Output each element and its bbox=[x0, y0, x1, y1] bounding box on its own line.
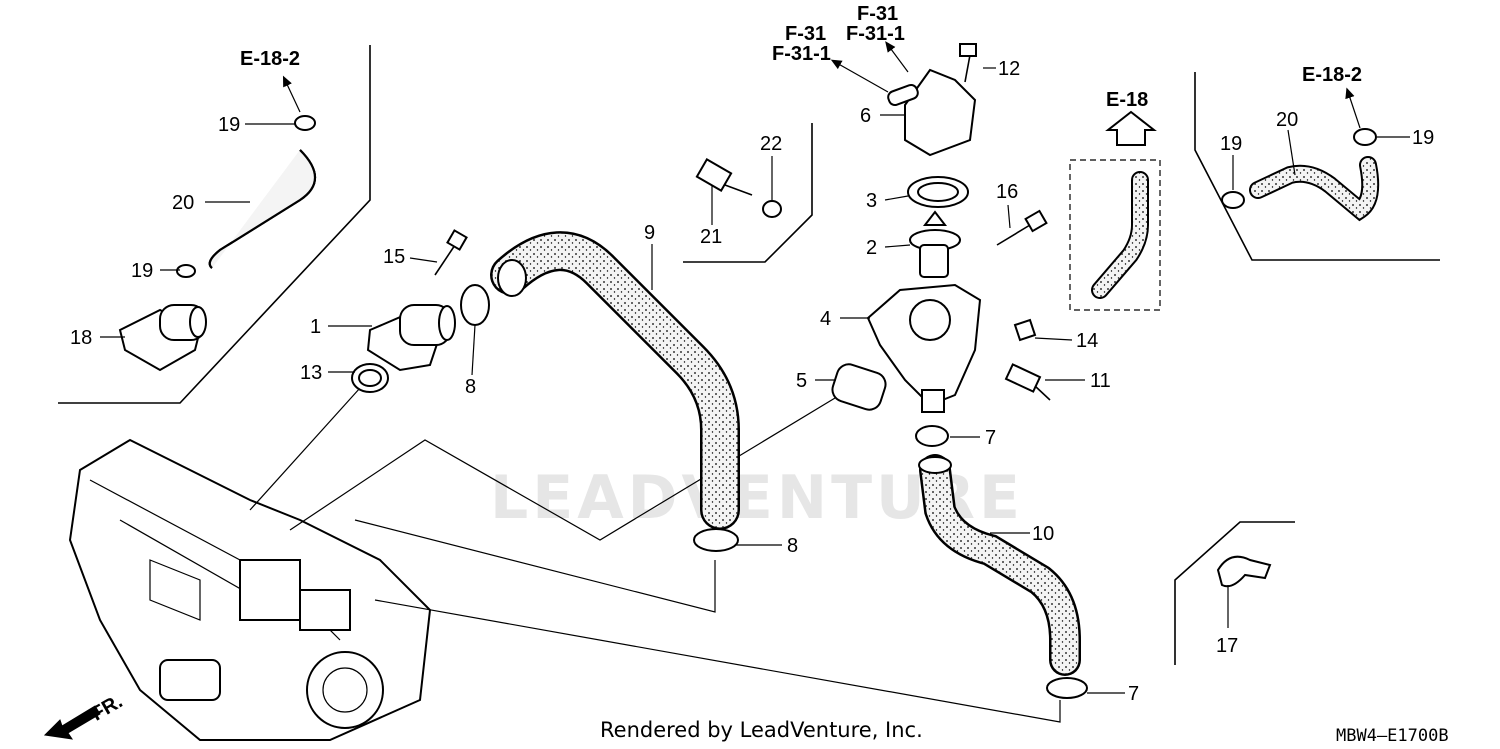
callout-2: 2 bbox=[866, 237, 877, 259]
callout-18: 18 bbox=[70, 327, 92, 349]
callout-19: 19 bbox=[218, 114, 240, 136]
bolt-15 bbox=[434, 229, 468, 276]
sensor-11 bbox=[1004, 363, 1051, 401]
clamp-8b bbox=[693, 528, 739, 552]
front-arrow-icon bbox=[43, 705, 101, 740]
callout-13: 13 bbox=[300, 362, 322, 384]
thermostat-housing-4 bbox=[866, 283, 982, 413]
clamp-19d bbox=[1353, 128, 1377, 146]
callout-7: 7 bbox=[985, 427, 996, 449]
fitting-18 bbox=[118, 304, 207, 372]
callout-21: 21 bbox=[700, 226, 722, 248]
callout-5: 5 bbox=[796, 370, 807, 392]
thermostat-2 bbox=[909, 210, 961, 278]
fitting-1 bbox=[366, 304, 456, 372]
callout-10: 10 bbox=[1032, 523, 1054, 545]
ref-label-e1822-left: E-18-2 bbox=[240, 48, 300, 70]
clamp-8a bbox=[460, 284, 490, 326]
callout-leaders bbox=[100, 67, 1410, 694]
sensor-21 bbox=[695, 157, 753, 196]
ref-label-f31-mid: F-31 bbox=[785, 23, 826, 45]
group-frame-clamp17 bbox=[1174, 521, 1295, 665]
bolt-16 bbox=[996, 209, 1048, 246]
clamp-17 bbox=[1216, 555, 1272, 588]
direction-arrow-e18 bbox=[1105, 110, 1157, 146]
ref-label-f311-top: F-31-1 bbox=[846, 23, 905, 45]
callout-14: 14 bbox=[1076, 330, 1098, 352]
group-frame-right bbox=[1194, 72, 1440, 261]
group-frame-left bbox=[58, 45, 371, 404]
callout-12: 12 bbox=[998, 58, 1020, 80]
callout-22: 22 bbox=[760, 133, 782, 155]
ref-label-e1822-right: E-18-2 bbox=[1302, 64, 1362, 86]
ref-arrow-f31-mid bbox=[830, 59, 889, 93]
front-label: FR. bbox=[88, 690, 127, 725]
callout-1: 1 bbox=[310, 316, 321, 338]
housing-cover-6 bbox=[887, 68, 977, 157]
callout-15: 15 bbox=[383, 246, 405, 268]
group-frame-sensor bbox=[683, 123, 813, 263]
dashed-hose-frame bbox=[1069, 159, 1161, 311]
callout-20: 20 bbox=[1276, 109, 1298, 131]
rendered-by-text: Rendered by LeadVenture, Inc. bbox=[600, 718, 923, 742]
ref-arrow-e1822-right bbox=[1345, 87, 1361, 129]
callout-8: 8 bbox=[787, 535, 798, 557]
clamp-19a bbox=[294, 115, 316, 131]
leader-engine-8 bbox=[354, 519, 716, 613]
ref-label-e18: E-18 bbox=[1106, 89, 1148, 111]
clamp-7b bbox=[1046, 677, 1088, 699]
diagram-code: MBW4–E1700B bbox=[1336, 726, 1449, 746]
clamp-19c bbox=[1221, 191, 1245, 209]
leader-engine-7 bbox=[374, 599, 1061, 723]
callout-20: 20 bbox=[172, 192, 194, 214]
clamp-7a bbox=[915, 425, 949, 447]
clamp-19b bbox=[176, 264, 196, 278]
callout-11: 11 bbox=[1090, 370, 1111, 392]
bolt-12 bbox=[959, 43, 977, 83]
callout-16: 16 bbox=[996, 181, 1018, 203]
callout-19: 19 bbox=[1220, 133, 1242, 155]
leader-engine-13 bbox=[249, 387, 361, 511]
callout-19: 19 bbox=[1412, 127, 1434, 149]
engine-block bbox=[68, 438, 432, 741]
ref-label-f311-mid: F-31-1 bbox=[772, 43, 831, 65]
ref-arrow-e1822-left bbox=[282, 75, 301, 113]
gasket-5 bbox=[831, 363, 887, 411]
clip-14 bbox=[1013, 318, 1037, 342]
ref-label-f31-top: F-31 bbox=[857, 3, 898, 25]
callout-17: 17 bbox=[1216, 635, 1238, 657]
callout-9: 9 bbox=[644, 222, 655, 244]
callout-6: 6 bbox=[860, 105, 871, 127]
washer-22 bbox=[762, 200, 782, 218]
callout-8: 8 bbox=[465, 376, 476, 398]
callout-19: 19 bbox=[131, 260, 153, 282]
callout-3: 3 bbox=[866, 190, 877, 212]
ref-arrow-f31-top bbox=[885, 41, 909, 73]
callout-7: 7 bbox=[1128, 683, 1139, 705]
callout-4: 4 bbox=[820, 308, 831, 330]
